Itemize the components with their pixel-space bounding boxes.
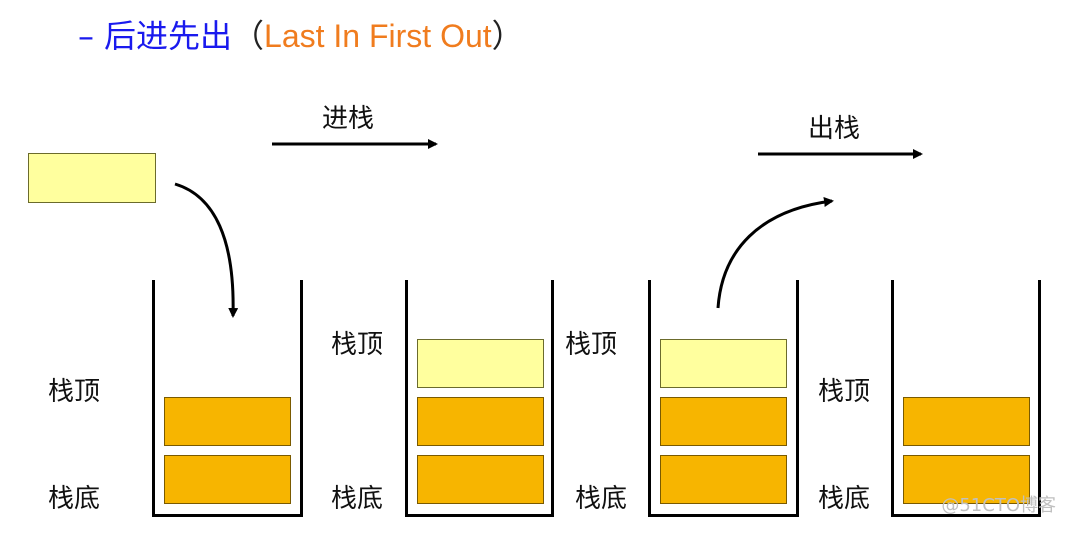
stack-1-top-label: 栈顶 [48,377,101,407]
stack-1-element-2 [164,397,291,446]
stack-1-element-1 [164,455,291,504]
stack-1-bottom-label: 栈底 [48,484,101,514]
stack-3-element-3 [660,339,787,388]
stack-4-element-1 [903,455,1030,504]
stack-1-base [152,514,303,517]
stack-3-base [648,514,799,517]
page-title: –后进先出（Last In First Out） [78,14,524,58]
stack-2-right-wall [551,280,554,517]
stack-1-right-wall [300,280,303,517]
incoming-element [28,153,156,203]
stack-3-element-1 [660,455,787,504]
stack-4-top-label: 栈顶 [818,377,871,407]
stack-4-base [891,514,1041,517]
title-chinese: 后进先出 [104,17,233,55]
stack-4-element-2 [903,397,1030,446]
title-english: Last In First Out [264,18,492,54]
stack-2-left-wall [405,280,408,517]
pop-label: 出栈 [808,114,861,144]
title-paren-close: ） [491,17,524,55]
stack-3-left-wall [648,280,651,517]
stack-2-element-3 [417,339,544,388]
stack-2-bottom-label: 栈底 [331,484,384,514]
stack-4-left-wall [891,280,894,517]
pop-curve-arrow [716,197,834,309]
title-dash: – [78,17,94,55]
push-curve-arrow [174,182,239,318]
stack-4-right-wall [1038,280,1041,517]
stack-2-top-label: 栈顶 [331,330,384,360]
stack-2-element-1 [417,455,544,504]
stack-3-bottom-label: 栈底 [575,484,628,514]
stack-3-top-label: 栈顶 [565,330,618,360]
stack-1-left-wall [152,280,155,517]
stack-3-element-2 [660,397,787,446]
stack-3-right-wall [796,280,799,517]
watermark: @51CTO博客 [941,495,1056,516]
push-label: 进栈 [322,104,375,134]
stack-2-element-2 [417,397,544,446]
stack-4-bottom-label: 栈底 [818,484,871,514]
title-paren-open: （ [232,17,265,55]
stack-2-base [405,514,554,517]
